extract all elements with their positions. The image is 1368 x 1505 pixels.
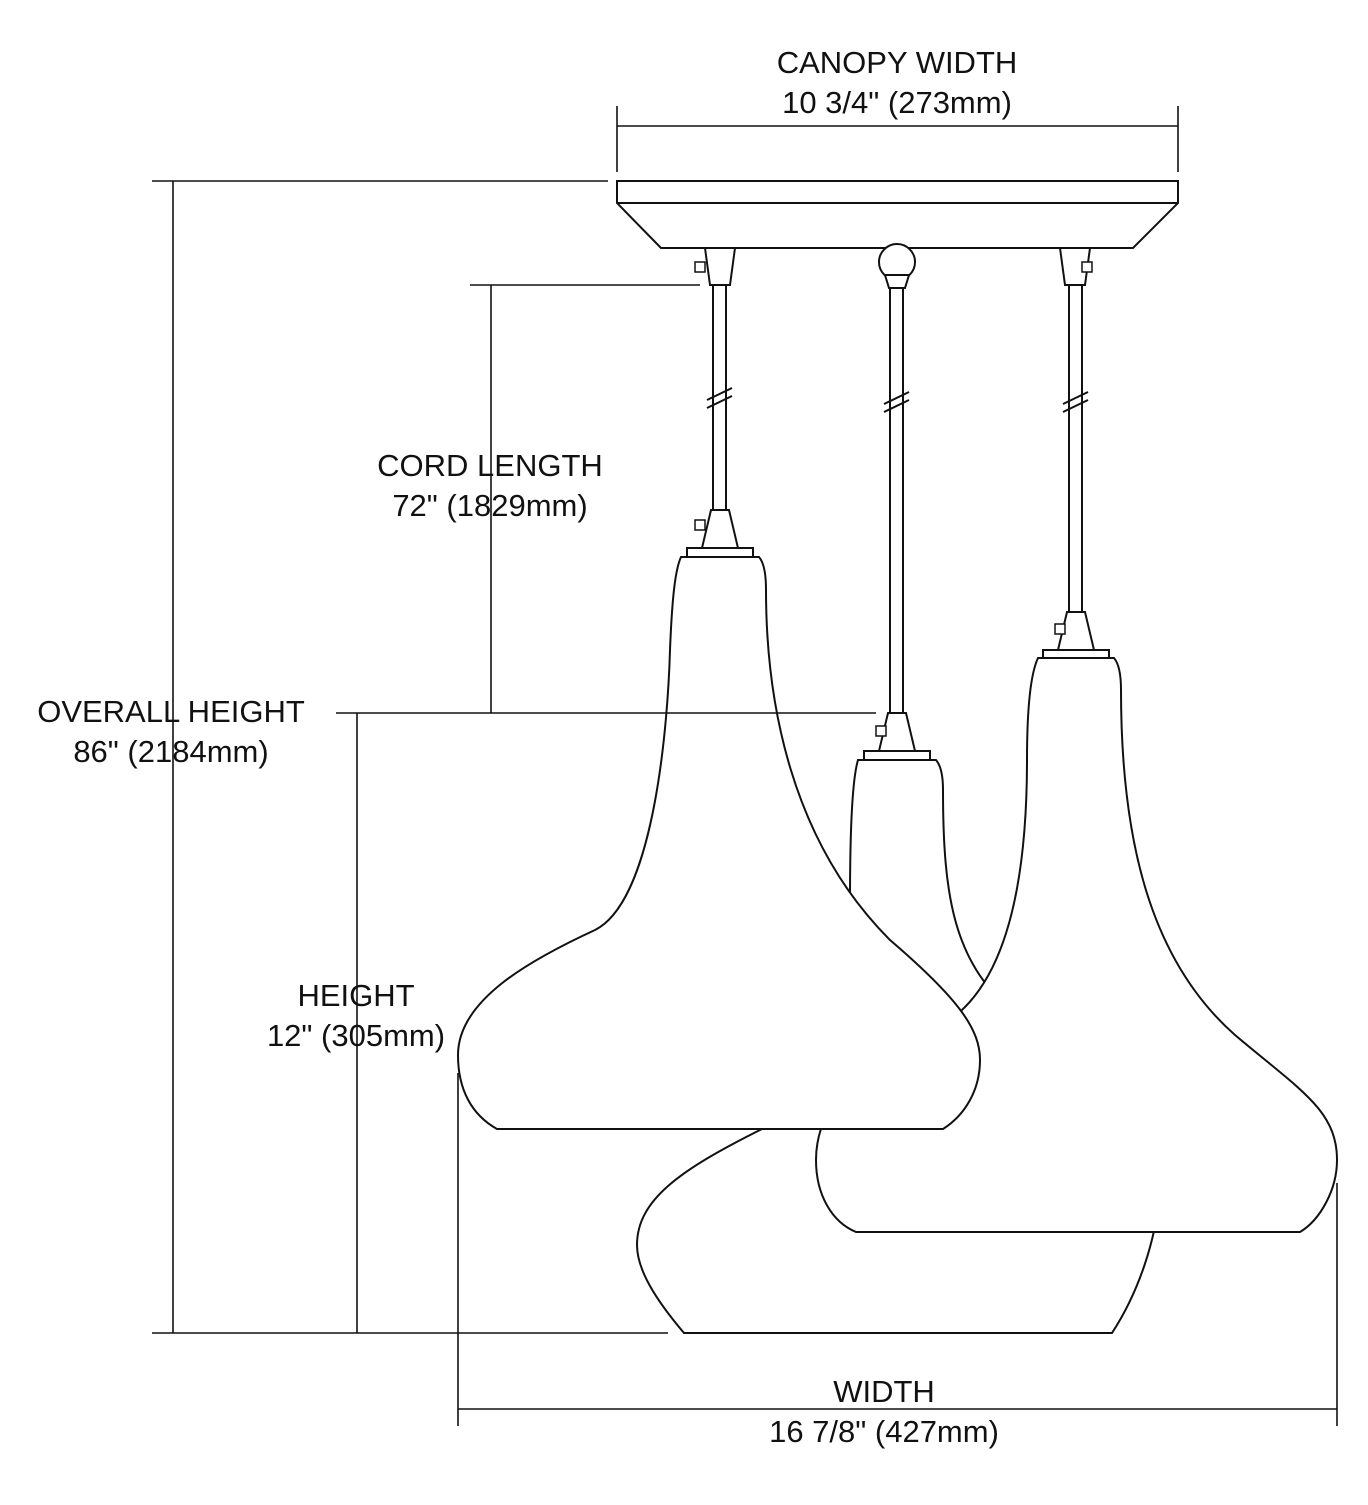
overall-height-dimension: OVERALL HEIGHT 86" (2184mm) bbox=[37, 180, 668, 1334]
height-value: 12" (305mm) bbox=[267, 1018, 445, 1053]
width-label: WIDTH bbox=[833, 1374, 935, 1409]
cord-length-label: CORD LENGTH bbox=[377, 448, 603, 483]
height-label: HEIGHT bbox=[297, 978, 414, 1013]
shade-left bbox=[456, 556, 982, 1130]
overall-height-value: 86" (2184mm) bbox=[73, 734, 268, 769]
canopy-width-value: 10 3/4" (273mm) bbox=[782, 85, 1012, 120]
cord-center bbox=[863, 243, 931, 761]
cord-length-dimension: CORD LENGTH 72" (1829mm) bbox=[377, 284, 700, 713]
width-dimension: WIDTH 16 7/8" (427mm) bbox=[457, 1073, 1338, 1449]
canopy-width-label: CANOPY WIDTH bbox=[777, 45, 1018, 80]
width-value: 16 7/8" (427mm) bbox=[769, 1414, 999, 1449]
overall-height-label: OVERALL HEIGHT bbox=[37, 694, 305, 729]
cord-length-value: 72" (1829mm) bbox=[392, 488, 587, 523]
height-dimension: HEIGHT 12" (305mm) bbox=[267, 712, 876, 1333]
canopy-width-dimension: CANOPY WIDTH 10 3/4" (273mm) bbox=[616, 45, 1179, 172]
cord-left bbox=[686, 247, 754, 558]
canopy bbox=[616, 180, 1179, 249]
cord-right bbox=[1042, 247, 1110, 660]
